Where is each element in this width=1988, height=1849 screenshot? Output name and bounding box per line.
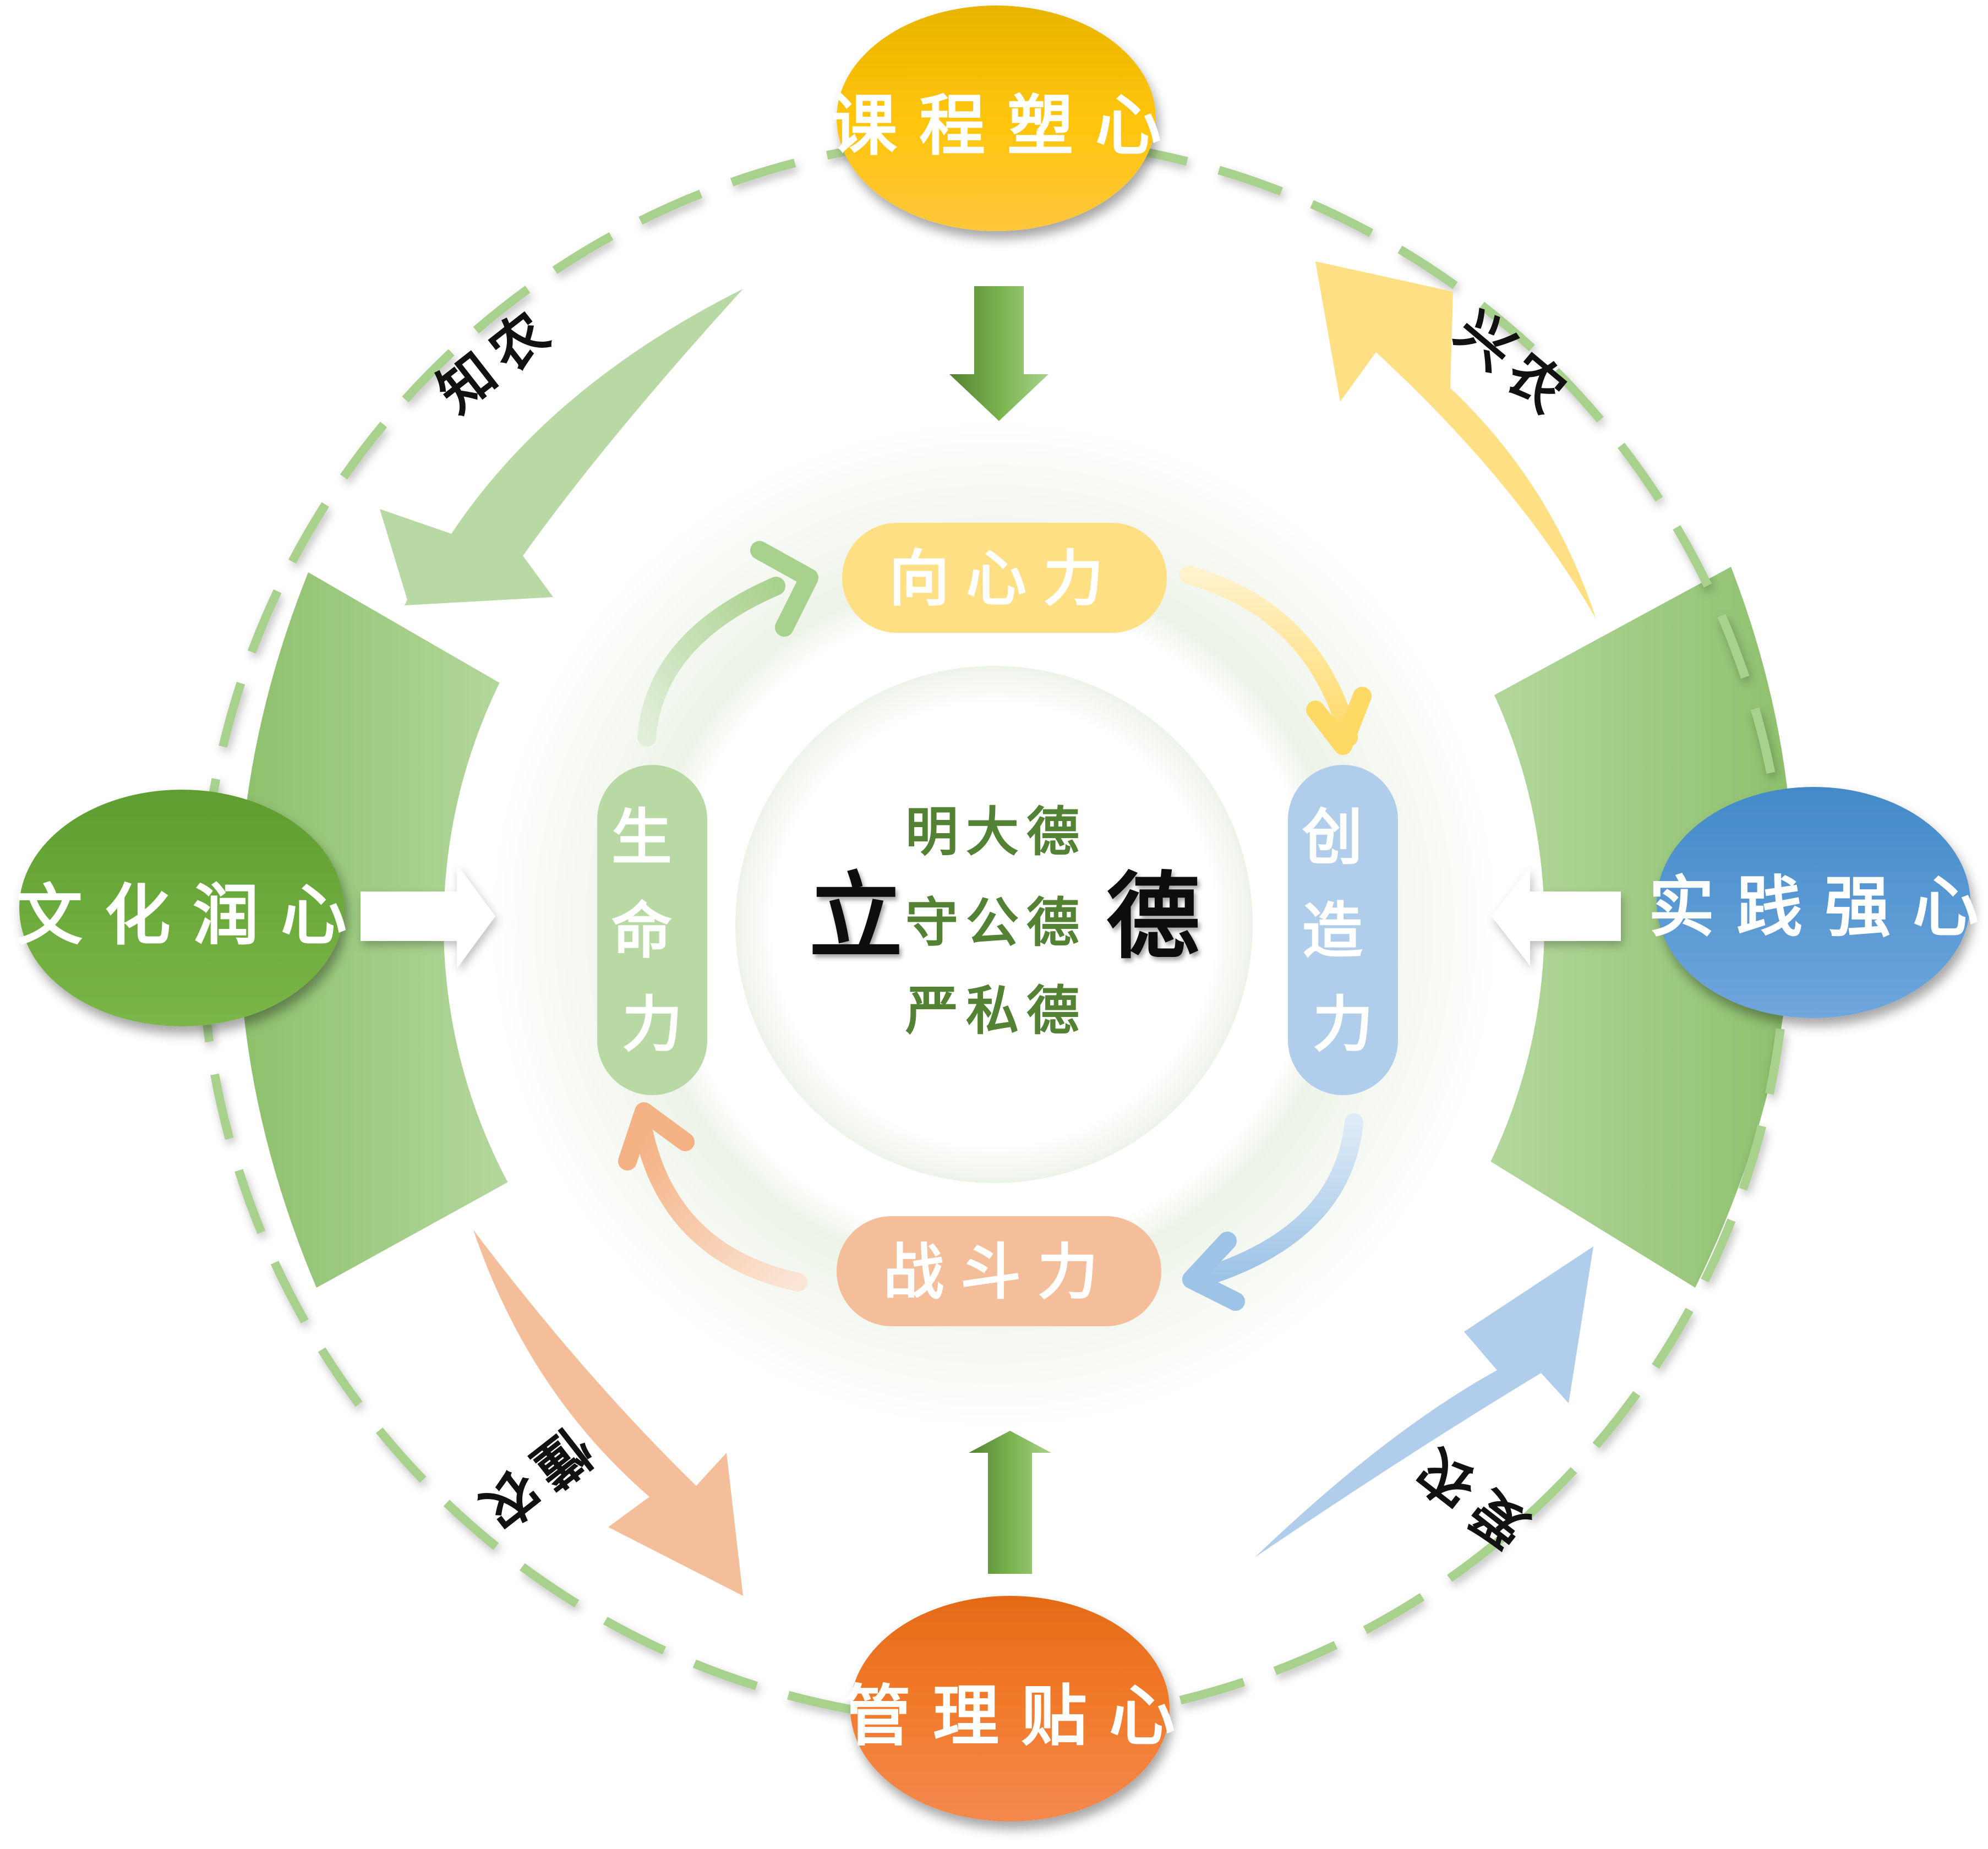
pill-right: 创 造 力 bbox=[1288, 765, 1398, 1095]
right-arrow-from-left-node bbox=[361, 864, 495, 969]
arc-label-bottom-left: 懂农 bbox=[460, 1415, 604, 1548]
node-top-label: 课程塑心 bbox=[831, 87, 1183, 165]
center-title-right: 德 bbox=[1106, 862, 1200, 972]
cycle-arrow-left-to-top bbox=[637, 577, 785, 747]
pill-right-char-2: 造 bbox=[1302, 895, 1363, 966]
node-bottom: 管理贴心 bbox=[845, 1596, 1197, 1821]
cycle-arrow-right-to-bottom bbox=[1196, 1113, 1363, 1286]
cycle-arrow-bottom-to-left-head bbox=[618, 1102, 695, 1170]
center-line-1: 明大德 bbox=[905, 801, 1087, 863]
center-title-left: 立 bbox=[809, 862, 903, 972]
cycle-arrow-left-to-top-head bbox=[750, 541, 818, 637]
node-bottom-label: 管理贴心 bbox=[845, 1677, 1197, 1755]
cycle-arrow-right-to-bottom-head bbox=[1182, 1232, 1245, 1311]
pill-left-label: 生 命 力 bbox=[611, 802, 693, 1060]
pill-left-char-3: 力 bbox=[622, 989, 682, 1060]
sweep-arrow-top-left bbox=[380, 289, 743, 605]
down-arrow-from-top-node bbox=[949, 286, 1048, 421]
node-left: 文化润心 bbox=[17, 790, 369, 1026]
node-left-label: 文化润心 bbox=[17, 877, 369, 954]
pill-right-char-3: 力 bbox=[1313, 989, 1373, 1060]
pill-top: 向心力 bbox=[842, 523, 1167, 633]
node-right-label: 实践强心 bbox=[1648, 868, 1988, 946]
center-line-3: 严私德 bbox=[905, 980, 1087, 1042]
left-arrow-from-right-node bbox=[1492, 867, 1621, 966]
node-top: 课程塑心 bbox=[831, 6, 1183, 231]
center-line-2: 守公德 bbox=[905, 891, 1087, 954]
cycle-arrow-bottom-to-left bbox=[635, 1124, 807, 1292]
pill-right-label: 创 造 力 bbox=[1302, 802, 1384, 1060]
pill-bottom-label: 战斗力 bbox=[883, 1237, 1115, 1308]
sweep-arrow-top-right bbox=[1315, 261, 1596, 619]
sweep-arrow-bottom-left bbox=[473, 1230, 743, 1596]
pill-left: 生 命 力 bbox=[597, 765, 707, 1095]
cycle-arrow-top-to-right-head bbox=[1306, 687, 1372, 755]
pill-bottom: 战斗力 bbox=[837, 1216, 1161, 1326]
pill-left-char-1: 生 bbox=[611, 802, 672, 873]
pill-right-char-1: 创 bbox=[1302, 802, 1363, 873]
inner-white-disc bbox=[735, 666, 1253, 1183]
cycle-arrow-top-to-right bbox=[1179, 566, 1358, 747]
pill-left-char-2: 命 bbox=[611, 895, 672, 966]
pill-top-label: 向心力 bbox=[889, 543, 1120, 614]
node-right: 实践强心 bbox=[1648, 787, 1988, 1018]
sweep-arrow-bottom-right bbox=[1255, 1246, 1593, 1557]
up-arrow-from-bottom-node bbox=[969, 1431, 1051, 1574]
